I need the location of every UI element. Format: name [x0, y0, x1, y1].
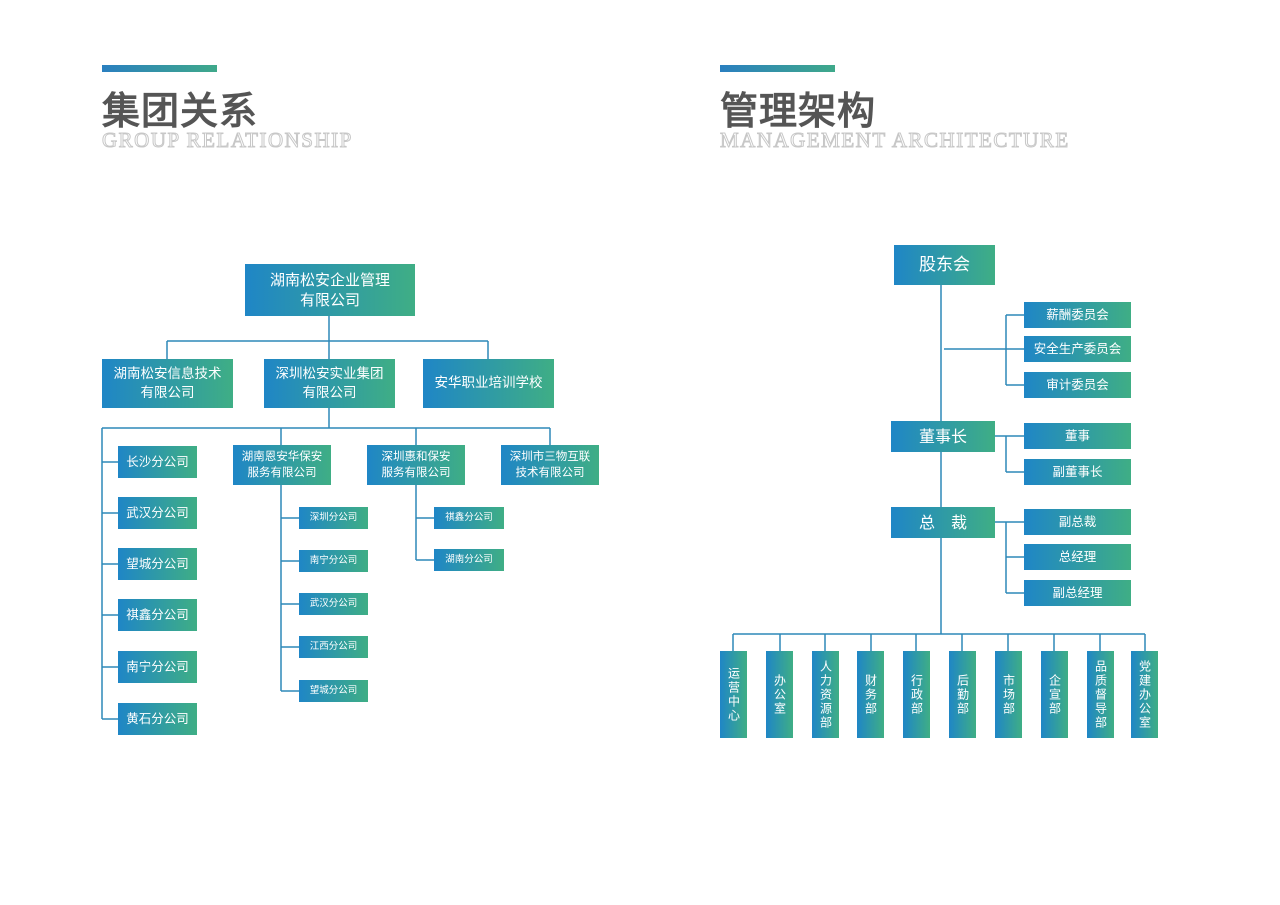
committee-box-1: 薪酬委员会 — [1024, 302, 1131, 328]
branch-c-2: 湖南分公司 — [434, 549, 504, 571]
executive-box-2: 总经理 — [1024, 544, 1131, 570]
security-company-1-line2: 服务有限公司 — [247, 465, 317, 479]
department-box-8: 企宣部 — [1041, 651, 1068, 738]
management-architecture-subtitle: MANAGEMENT ARCHITECTURE — [720, 128, 1070, 153]
board-box-2: 副董事长 — [1024, 459, 1131, 485]
department-box-3: 人力资源部 — [812, 651, 839, 738]
security-company-box-2: 深圳惠和保安 服务有限公司 — [367, 445, 465, 485]
subsidiary-1-line1: 湖南松安信息技术 — [113, 366, 222, 383]
tech-company-line1: 深圳市三物互联 — [509, 449, 591, 464]
subsidiary-2-line2: 有限公司 — [302, 384, 357, 401]
branch-b-4: 江西分公司 — [299, 636, 368, 658]
management-architecture-title: 管理架构 — [720, 88, 877, 133]
security-company-box-1: 湖南恩安华保安 服务有限公司 — [233, 445, 331, 485]
org-root-line1: 湖南松安企业管理 — [269, 270, 390, 289]
org-root-line2: 有限公司 — [299, 291, 360, 309]
department-box-9: 品质督导部 — [1087, 651, 1114, 738]
branch-b-2: 南宁分公司 — [299, 550, 368, 572]
executive-box-1: 副总裁 — [1024, 509, 1131, 535]
branch-b-3: 武汉分公司 — [299, 593, 368, 615]
tech-company-line2: 技术有限公司 — [515, 465, 585, 479]
group-relationship-subtitle: GROUP RELATIONSHIP — [102, 128, 353, 153]
president-box: 总 裁 — [891, 507, 995, 538]
branch-b-1: 深圳分公司 — [299, 507, 368, 529]
tech-company-box: 深圳市三物互联 技术有限公司 — [501, 445, 599, 485]
chairman-box: 董事长 — [891, 421, 995, 452]
branch-a-1: 长沙分公司 — [118, 446, 197, 478]
committee-box-3: 审计委员会 — [1024, 372, 1131, 398]
department-box-4: 财务部 — [857, 651, 884, 738]
org-root-box: 湖南松安企业管理 有限公司 — [245, 264, 415, 316]
branch-b-5: 望城分公司 — [299, 680, 368, 702]
branch-c-1: 祺鑫分公司 — [434, 507, 504, 529]
department-box-5: 行政部 — [903, 651, 930, 738]
subsidiary-1-line2: 有限公司 — [140, 384, 195, 401]
branch-a-5: 南宁分公司 — [118, 651, 197, 683]
subsidiary-3-line1: 安华职业培训学校 — [434, 375, 543, 392]
department-box-2: 办公室 — [766, 651, 793, 738]
branch-a-3: 望城分公司 — [118, 548, 197, 580]
title-accent-bar — [102, 65, 217, 72]
security-company-2-line2: 服务有限公司 — [381, 465, 451, 479]
department-box-10: 党建办公室 — [1131, 651, 1158, 738]
title-accent-bar-right — [720, 65, 835, 72]
department-box-6: 后勤部 — [949, 651, 976, 738]
department-box-7: 市场部 — [995, 651, 1022, 738]
department-box-1: 运营中心 — [720, 651, 747, 738]
group-relationship-title: 集团关系 — [102, 88, 259, 133]
branch-a-2: 武汉分公司 — [118, 497, 197, 529]
board-box-1: 董事 — [1024, 423, 1131, 449]
committee-box-2: 安全生产委员会 — [1024, 336, 1131, 362]
executive-box-3: 副总经理 — [1024, 580, 1131, 606]
subsidiary-box-3: 安华职业培训学校 — [423, 359, 554, 408]
subsidiary-box-2: 深圳松安实业集团 有限公司 — [264, 359, 395, 408]
security-company-2-line1: 深圳惠和保安 — [381, 449, 451, 464]
subsidiary-box-1: 湖南松安信息技术 有限公司 — [102, 359, 233, 408]
security-company-1-line1: 湖南恩安华保安 — [241, 449, 323, 464]
branch-a-4: 祺鑫分公司 — [118, 599, 197, 631]
shareholders-box: 股东会 — [894, 245, 995, 285]
branch-a-6: 黄石分公司 — [118, 703, 197, 735]
subsidiary-2-line1: 深圳松安实业集团 — [275, 366, 384, 383]
